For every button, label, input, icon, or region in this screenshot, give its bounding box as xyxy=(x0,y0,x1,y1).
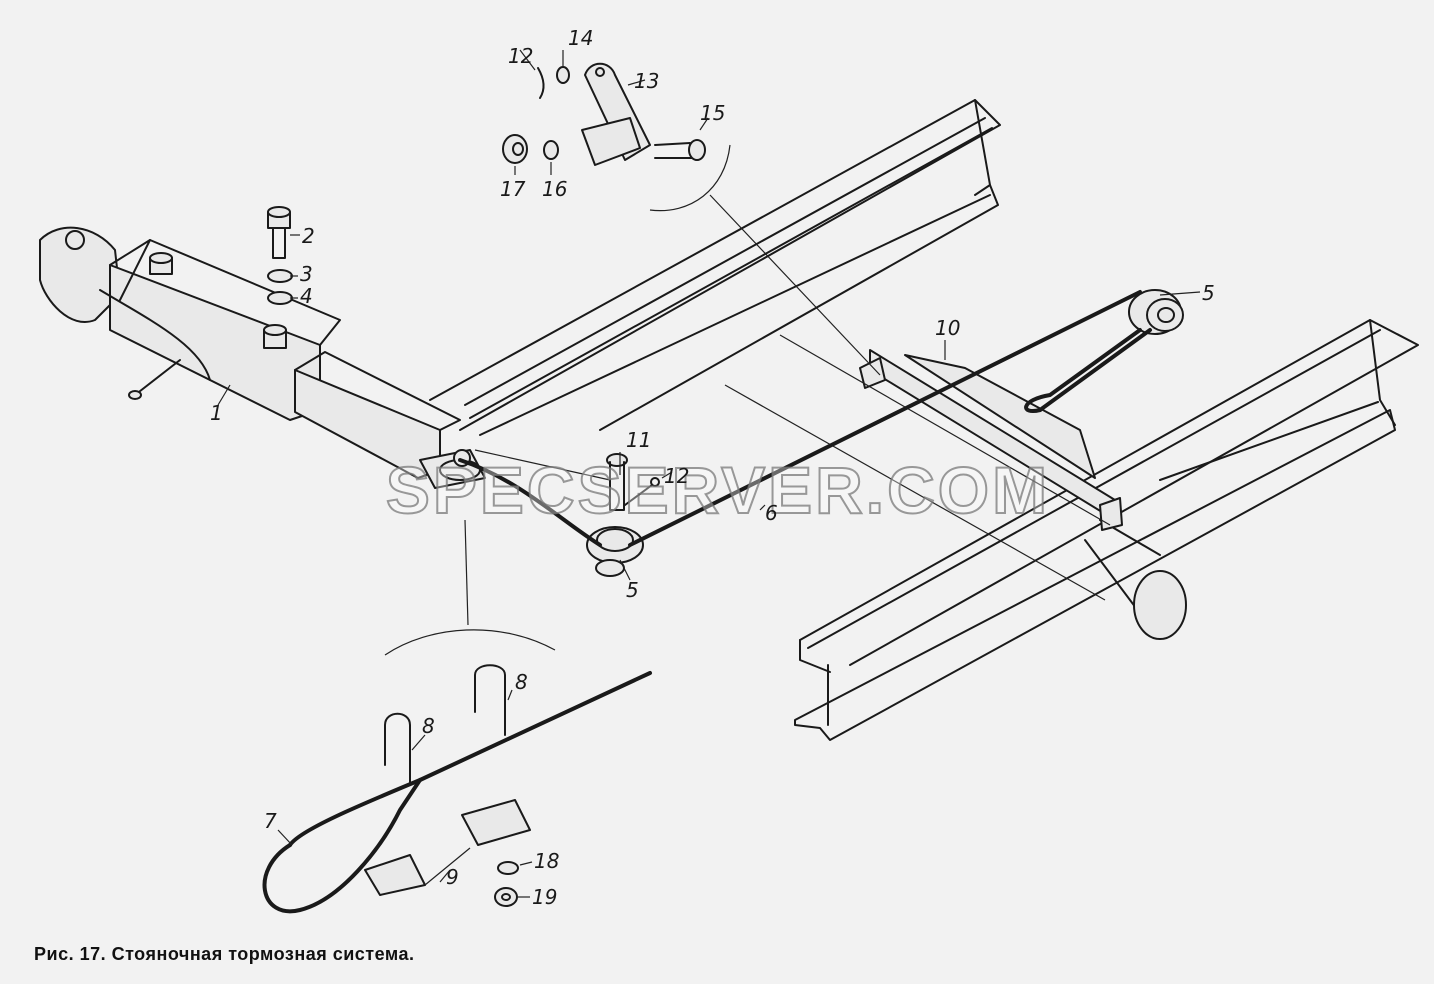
cable-6 xyxy=(458,290,1152,547)
callout-18: 18 xyxy=(534,849,559,873)
lever-pivot-bolt xyxy=(65,230,85,250)
watermark: SPECSERVER.COM xyxy=(386,453,1050,527)
callout-2: 2 xyxy=(302,224,315,248)
figure-caption: Рис. 17. Стояночная тормозная система. xyxy=(34,944,415,964)
bolt-2 xyxy=(267,206,291,259)
washer-18 xyxy=(497,861,519,875)
rear-cross-member xyxy=(1084,519,1187,640)
u-bolt-8b xyxy=(474,664,506,736)
callout-12-top: 12 xyxy=(508,44,533,68)
rear-shaft-end xyxy=(1133,570,1187,640)
callout-8a: 8 xyxy=(422,714,435,738)
callout-16: 16 xyxy=(542,177,567,201)
washer-4 xyxy=(267,291,293,305)
callout-labels: 1 2 3 4 5 5 6 7 8 8 9 10 11 12 12 13 14 … xyxy=(210,26,1215,909)
frame-rail-right xyxy=(794,319,1419,741)
spring-washer-3 xyxy=(267,269,293,283)
washer-14 xyxy=(556,66,570,84)
detail-arc-bottom xyxy=(384,519,556,656)
pulley-5-lower xyxy=(586,526,644,577)
nut-19 xyxy=(494,887,518,907)
callout-7: 7 xyxy=(264,809,277,833)
callout-11: 11 xyxy=(626,428,651,452)
callout-6: 6 xyxy=(765,501,778,525)
callout-17: 17 xyxy=(500,177,526,201)
lever-assembly-1 xyxy=(39,226,461,479)
callout-15: 15 xyxy=(700,101,725,125)
leader-lines xyxy=(217,49,1201,898)
callout-5-upper: 5 xyxy=(1202,281,1215,305)
pulley-5-upper xyxy=(1128,289,1184,335)
washer-16 xyxy=(543,140,559,160)
callout-1: 1 xyxy=(210,401,223,425)
callout-8b: 8 xyxy=(515,670,528,694)
callout-12-lower: 12 xyxy=(664,464,689,488)
callout-19: 19 xyxy=(532,885,557,909)
cotter-pin-12b xyxy=(624,477,660,506)
cotter-pin-12 xyxy=(537,67,545,99)
callout-9: 9 xyxy=(446,865,459,889)
callout-14: 14 xyxy=(568,26,593,50)
clamp-9 xyxy=(364,799,531,896)
bolt-15 xyxy=(654,139,706,161)
crank-handle xyxy=(128,390,142,400)
nut-17 xyxy=(502,134,528,164)
callout-4: 4 xyxy=(300,284,313,308)
callout-3: 3 xyxy=(300,262,313,286)
link-13 xyxy=(581,62,651,166)
detail-arc-top xyxy=(649,144,881,376)
frame-rail-left xyxy=(429,99,1001,436)
callout-10: 10 xyxy=(935,316,960,340)
u-bolt-8a xyxy=(384,712,411,786)
callout-13: 13 xyxy=(634,69,659,93)
callout-5-lower: 5 xyxy=(626,578,639,602)
cable-end-loop-7 xyxy=(262,671,652,914)
pin-11 xyxy=(606,453,628,511)
